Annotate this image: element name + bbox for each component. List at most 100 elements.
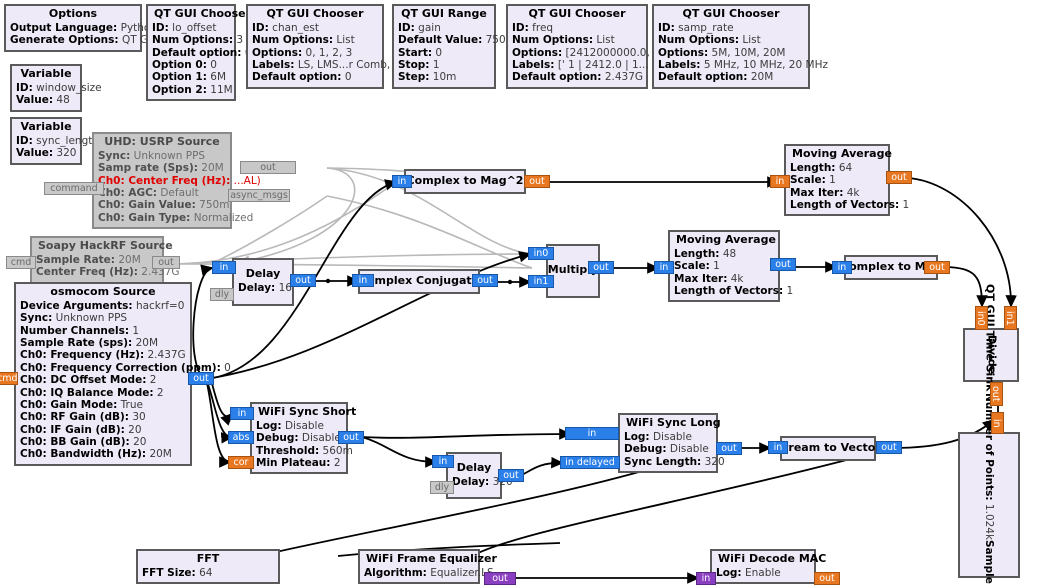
port-wifi-sync-long-in-delayed[interactable]: in delayed [560, 456, 620, 469]
block-moving-average-64[interactable]: Moving Average Length: 64 Scale: 1 Max I… [784, 144, 909, 217]
block-delay-320[interactable]: Delay Delay: 320 [446, 452, 513, 499]
port-delay320-out[interactable]: out [498, 469, 524, 482]
block-wifi-sync-short[interactable]: WiFi Sync Short Log: Disable Debug: Disa… [250, 402, 356, 475]
port-moving-average-64-in[interactable]: in [770, 175, 790, 188]
port-wifi-sync-short-out[interactable]: out [338, 431, 364, 444]
block-qt-gui-chooser-chan-est[interactable]: QT GUI Chooser ID: chan_est Num Options:… [246, 4, 413, 89]
chooser-lo-offset-row-2: Default option: 0 [152, 46, 252, 59]
soapy-row-1: Center Freq (Hz): 2.437G [36, 266, 180, 279]
port-usrp-async-msgs[interactable]: async_msgs [228, 189, 290, 202]
port-complex-to-mag-sq-out[interactable]: out [524, 175, 550, 188]
range-gain-row-3: Stop: 1 [398, 59, 440, 72]
block-complex-to-mag-squared[interactable]: Complex to Mag^2 [404, 169, 526, 194]
block-wifi-frame-equalizer[interactable]: WiFi Frame Equalizer Algorithm: Equalize… [358, 549, 497, 585]
port-complex-to-mag-out[interactable]: out [924, 261, 950, 274]
block-divide[interactable]: Divide [963, 328, 1019, 382]
port-soapy-out[interactable]: out [152, 256, 180, 269]
osmocom-row-7: Ch0: IQ Balance Mode: 2 [20, 386, 164, 399]
port-delay320-dly[interactable]: dly [430, 481, 454, 494]
range-gain-row-2: Start: 0 [398, 46, 443, 59]
block-chooser-samp-rate-title: QT GUI Chooser [682, 7, 780, 20]
port-stream-to-vector-out[interactable]: out [876, 441, 902, 454]
chooser-freq-row-0: ID: freq [512, 21, 554, 34]
block-qt-gui-range-gain[interactable]: QT GUI Range ID: gain Default Value: 750… [392, 4, 516, 89]
port-stream-to-vector-in[interactable]: in [768, 441, 788, 454]
chooser-freq-row-4: Default option: 2.437G [512, 71, 644, 84]
port-divide-out[interactable]: out [990, 382, 1003, 406]
port-moving-average-64-out[interactable]: out [886, 171, 912, 184]
ma64-row-0: Length: 64 [790, 161, 853, 174]
osmocom-row-0: Device Arguments: hackrf=0 [20, 299, 185, 312]
port-moving-average-48-in[interactable]: in [654, 261, 674, 274]
port-usrp-out[interactable]: out [240, 161, 296, 174]
port-complex-conjugate-out[interactable]: out [472, 274, 498, 287]
block-stream-to-vector[interactable]: Stream to Vector [775, 436, 881, 461]
port-osmocom-cmd[interactable]: cmd [0, 372, 18, 385]
port-wifi-sync-short-in[interactable]: in [230, 407, 254, 420]
block-range-gain-title: QT GUI Range [401, 7, 487, 20]
block-qt-gui-chooser-lo-offset[interactable]: QT GUI Chooser ID: lo_offset Num Options… [146, 4, 252, 102]
block-delay-16[interactable]: Delay Delay: 16 [232, 258, 294, 306]
port-moving-average-48-out[interactable]: out [770, 258, 796, 271]
port-soapy-cmd[interactable]: cmd [6, 256, 36, 269]
port-divide-in1[interactable]: in1 [1004, 306, 1017, 330]
port-wifi-sync-long-in[interactable]: in [565, 427, 619, 440]
block-variable-window-size[interactable]: Variable ID: window_size Value: 48 [10, 64, 102, 112]
port-osmocom-out[interactable]: out [188, 372, 214, 385]
port-complex-conjugate-in[interactable]: in [352, 274, 374, 287]
port-usrp-command[interactable]: command [44, 182, 104, 195]
block-osmocom-source[interactable]: osmocom Source Device Arguments: hackrf=… [14, 282, 231, 466]
block-options[interactable]: Options Output Language: Python Generate… [4, 4, 159, 52]
block-variable-window-size-row-0: ID: window_size [16, 81, 102, 94]
block-qt-gui-time-sink[interactable]: QT GUI Time Sink Number of Points: 1.024… [958, 284, 1020, 585]
block-chooser-freq-title: QT GUI Chooser [528, 7, 626, 20]
block-soapy-hackrf-source[interactable]: Soapy HackRF Source Sample Rate: 20M Cen… [30, 236, 180, 284]
port-wifi-sync-long-out[interactable]: out [716, 442, 742, 455]
port-complex-to-mag-sq-in[interactable]: in [392, 175, 412, 188]
port-delay16-out[interactable]: out [290, 274, 316, 287]
chooser-chan-est-row-4: Default option: 0 [252, 71, 352, 84]
port-qt-gui-time-sink-in[interactable]: in [991, 412, 1004, 434]
port-delay320-in[interactable]: in [432, 455, 454, 468]
osmocom-row-5: Ch0: Frequency Correction (ppm): 0 [20, 361, 231, 374]
block-fft[interactable]: FFT FFT Size: 64 [136, 549, 280, 585]
chooser-freq-row-1: Num Options: List [512, 34, 615, 47]
usrp-row-1: Samp rate (Sps): 20M [98, 162, 224, 175]
sync-long-row-0: Log: Disable [624, 430, 692, 443]
ma48-row-0: Length: 48 [674, 247, 737, 260]
block-qt-gui-chooser-freq[interactable]: QT GUI Chooser ID: freq Num Options: Lis… [506, 4, 677, 89]
block-multiply-title: Multiply [547, 263, 599, 277]
port-multiply-in0[interactable]: in0 [528, 247, 554, 260]
port-wifi-decode-mac-in[interactable]: in [696, 572, 716, 585]
block-multiply[interactable]: Multiply [546, 244, 600, 298]
port-divide-in0[interactable]: in0 [975, 306, 988, 330]
block-osmocom-source-title: osmocom Source [50, 285, 156, 298]
block-qt-gui-chooser-samp-rate[interactable]: QT GUI Chooser ID: samp_rate Num Options… [652, 4, 828, 89]
osmocom-row-12: Ch0: Bandwidth (Hz): 20M [20, 448, 172, 461]
range-gain-row-1: Default Value: 750m [398, 34, 516, 47]
chooser-freq-row-2: Options: [2412000000.0, 24... [512, 46, 677, 59]
ma48-row-1: Scale: 1 [674, 260, 720, 273]
osmocom-row-1: Sync: Unknown PPS [20, 312, 128, 325]
port-delay16-in[interactable]: in [212, 261, 236, 274]
osmocom-row-2: Number Channels: 1 [20, 324, 140, 337]
block-moving-average-48[interactable]: Moving Average Length: 48 Scale: 1 Max I… [668, 230, 793, 303]
port-wifi-decode-mac-out[interactable]: out [814, 572, 840, 585]
port-wifi-sync-short-cor[interactable]: cor [228, 456, 254, 469]
port-complex-to-mag-in[interactable]: in [832, 261, 852, 274]
port-multiply-in1[interactable]: in1 [528, 275, 554, 288]
port-wifi-frame-equalizer-out[interactable]: out [484, 572, 516, 585]
block-uhd-usrp-source[interactable]: UHD: USRP Source Sync: Unknown PPS Samp … [92, 132, 261, 230]
block-wifi-decode-mac[interactable]: WiFi Decode MAC Log: Enable [710, 549, 826, 585]
range-gain-row-4: Step: 10m [398, 71, 457, 84]
delay-320-row-0: Delay: 320 [452, 475, 513, 488]
port-delay16-dly[interactable]: dly [210, 288, 234, 301]
block-variable-sync-length-title: Variable [20, 120, 72, 133]
block-wifi-sync-long[interactable]: WiFi Sync Long Log: Disable Debug: Disab… [618, 413, 725, 474]
block-variable-sync-length[interactable]: Variable ID: sync_length Value: 320 [10, 117, 99, 165]
port-multiply-out[interactable]: out [588, 261, 614, 274]
port-wifi-sync-short-abs[interactable]: abs [228, 431, 254, 444]
block-variable-window-size-title: Variable [20, 67, 72, 80]
block-complex-conjugate[interactable]: Complex Conjugate [358, 269, 480, 294]
